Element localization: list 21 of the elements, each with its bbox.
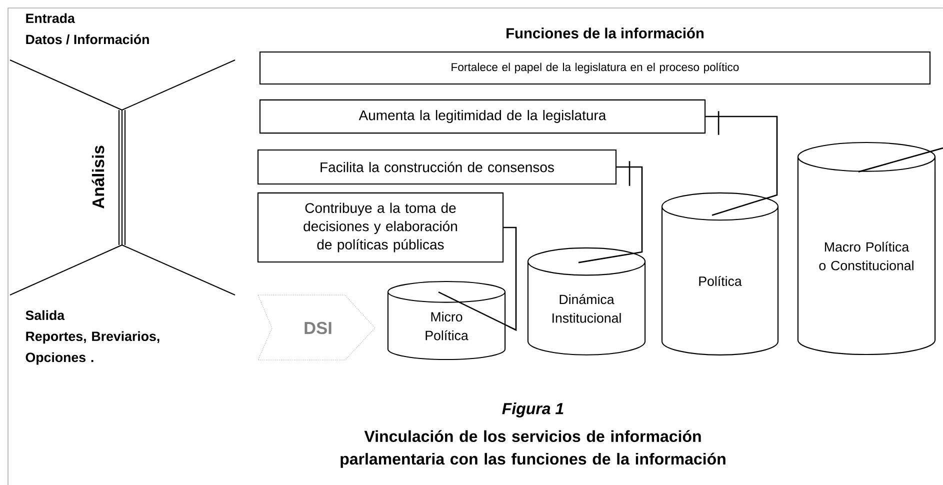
label: Datos / Información (26, 34, 149, 44)
function-box: Aumenta la legitimidad de la legislatura (259, 99, 706, 134)
leader-line (858, 147, 943, 172)
leader-line (438, 226, 517, 332)
function-box: Fortalece el papel de la legislatura en el proceso político (259, 51, 931, 85)
rotated-label: Análisis (92, 146, 104, 209)
leader-line (578, 160, 643, 264)
cylinder: Política (661, 192, 779, 356)
leader-line (704, 110, 778, 216)
label: Reportes, Breviarios, Opciones . (26, 331, 160, 365)
cylinder: Micro Política (387, 281, 506, 360)
function-box: Facilita la construcción de consensos (257, 149, 617, 185)
cylinder: Dinámica Institucional (527, 247, 646, 356)
cylinder: Macro Política o Constitucional (797, 142, 936, 356)
chevron-banner: DSI (258, 294, 376, 360)
caption: Vinculación de los servicios de información parlamentaria con las funciones de la información (340, 430, 726, 468)
heading: Entrada (26, 13, 75, 24)
title: Funciones de la información (506, 28, 704, 38)
function-box: Contribuye a la toma de decisiones y elaboración de políticas públicas (257, 192, 504, 263)
heading: Salida (26, 310, 65, 320)
figure-number: Figura 1 (502, 402, 564, 418)
